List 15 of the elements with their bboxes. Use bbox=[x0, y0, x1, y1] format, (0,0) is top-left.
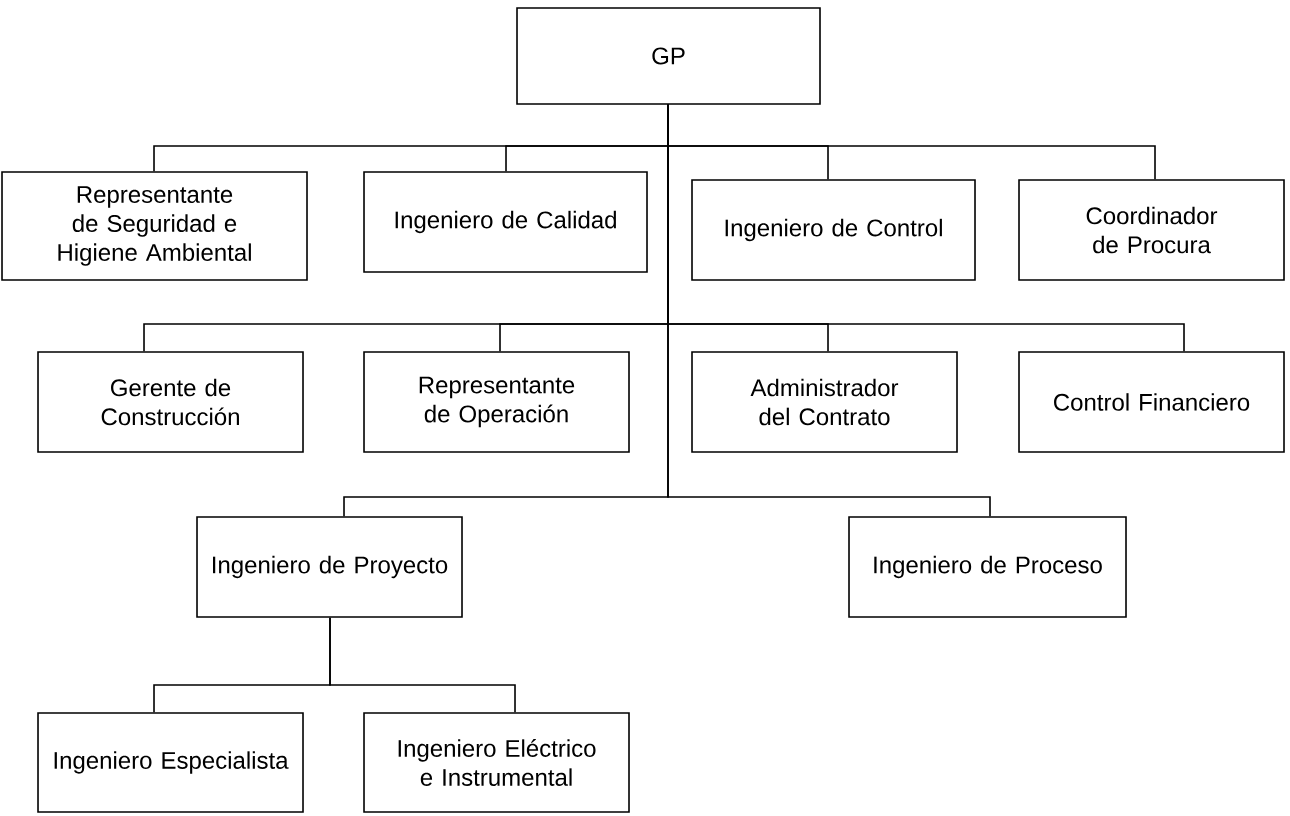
org-box: Ingeniero de Control bbox=[691, 179, 976, 281]
org-box: Ingeniero de Calidad bbox=[363, 171, 648, 273]
org-box: Representante de Seguridad e Higiene Ambiental bbox=[1, 171, 308, 281]
org-box: Ingeniero Eléctrico e Instrumental bbox=[363, 712, 630, 813]
org-box: Administrador del Contrato bbox=[691, 351, 958, 453]
org-box: Ingeniero de Proceso bbox=[848, 516, 1127, 618]
connector-line bbox=[329, 617, 516, 713]
connector-line bbox=[667, 104, 991, 517]
org-box: Ingeniero de Proyecto bbox=[196, 516, 463, 618]
org-box: Control Financiero bbox=[1018, 351, 1285, 453]
org-box: Representante de Operación bbox=[363, 351, 630, 453]
org-box: Ingeniero Especialista bbox=[37, 712, 304, 813]
org-box: GP bbox=[516, 7, 821, 105]
org-box: Coordinador de Procura bbox=[1018, 179, 1285, 281]
org-box: Gerente de Construcción bbox=[37, 351, 304, 453]
